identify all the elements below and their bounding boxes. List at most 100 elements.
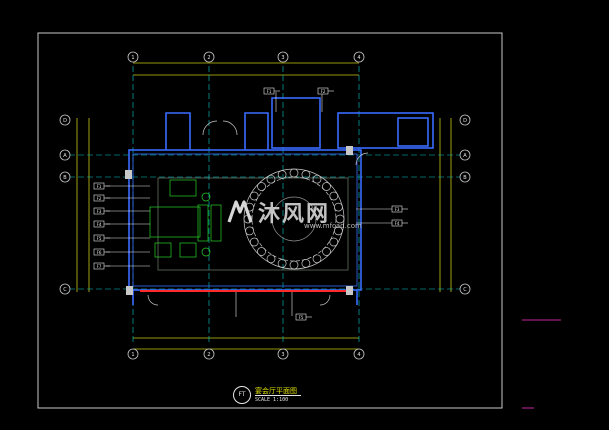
chair [257, 247, 266, 256]
tag-label: F4 [395, 221, 400, 226]
tag-left: F7 [93, 262, 110, 270]
chair [334, 202, 343, 212]
grid-bubble-left: D [59, 114, 71, 126]
circle-icon [277, 51, 289, 63]
tag-label: F1 [97, 184, 102, 189]
grid-bubble-label: 1 [131, 55, 134, 61]
chair [312, 254, 322, 264]
chair [266, 254, 276, 264]
circle-icon [59, 283, 71, 295]
circle-icon [459, 283, 471, 295]
title-block: FT 宴会厅平面图 SCALE 1:100 [233, 386, 353, 404]
chair [322, 182, 331, 191]
title-symbol: FT [233, 386, 251, 404]
grid-bubble-label: 1 [131, 352, 134, 358]
circle-icon [203, 51, 215, 63]
chair [322, 247, 331, 256]
tag-label: F6 [97, 250, 102, 255]
tag-label: F5 [97, 236, 102, 241]
grid-bubble-label: C [463, 287, 467, 293]
chair [249, 191, 259, 201]
grid-bubble-label: 4 [357, 352, 360, 358]
grid-bubble-top: 3 [277, 51, 289, 63]
chair [245, 226, 254, 236]
circle-icon [459, 114, 471, 126]
tag-label: F2 [97, 196, 102, 201]
grid-bubble-label: D [63, 118, 67, 124]
chair [334, 226, 343, 236]
grid-bubble-right: C [459, 283, 471, 295]
title-subtitle: SCALE 1:100 [255, 397, 289, 403]
grid-bubble-label: A [463, 153, 467, 159]
circle-icon [353, 51, 365, 63]
tag-left: F4 [93, 220, 110, 228]
grid-bubble-label: B [463, 175, 467, 181]
circle-icon [59, 171, 71, 183]
round-table-chairs [243, 168, 345, 270]
tag-bottom-mid: F5 [295, 313, 312, 321]
circle-icon [459, 149, 471, 161]
grid-bubble-label: C [63, 287, 67, 293]
chair [266, 174, 276, 184]
dimension-lines [76, 62, 452, 350]
circle-icon [459, 171, 471, 183]
tag-label: F2 [321, 89, 326, 94]
grid-bubble-bottom: 2 [203, 348, 215, 360]
title-underline [255, 395, 301, 396]
grid-bubble-right: A [459, 149, 471, 161]
doors [147, 120, 369, 306]
grid-bubble-label: 2 [207, 352, 210, 358]
grid-bubble-label: A [63, 153, 67, 159]
chair [277, 259, 287, 268]
grid-bubble-bottom: 4 [353, 348, 365, 360]
leader-lines-right [235, 92, 392, 317]
grid-bubble-label: D [463, 118, 467, 124]
tag-left: F5 [93, 234, 110, 242]
watermark-brand: 沐风网 [258, 202, 331, 227]
tag-left: F1 [93, 182, 110, 190]
grid-bubble-bottom: 3 [277, 348, 289, 360]
chair [277, 170, 287, 179]
circle-icon [59, 114, 71, 126]
circle-icon [203, 348, 215, 360]
grid-bubble-right: B [459, 171, 471, 183]
tag-left: F3 [93, 207, 110, 215]
tag-right-a: F3 [391, 205, 408, 213]
columns [125, 146, 353, 295]
tag-left: F6 [93, 248, 110, 256]
watermark-url: www.mfcad.com [304, 222, 362, 230]
chair [257, 182, 266, 191]
circle-icon [59, 149, 71, 161]
tag-label: F4 [97, 222, 102, 227]
grid-bubble-top: 2 [203, 51, 215, 63]
drawing-frame [37, 32, 503, 409]
tag-label: F3 [97, 209, 102, 214]
circle-icon [127, 51, 139, 63]
chair [335, 214, 345, 224]
circle-icon [277, 348, 289, 360]
chair [249, 237, 259, 247]
tag-label: F5 [299, 315, 304, 320]
furniture [149, 177, 349, 271]
leader-lines-left [106, 185, 150, 267]
magenta-annotations [522, 319, 561, 409]
circle-icon [353, 348, 365, 360]
tag-top-left: F1 [263, 87, 280, 95]
chair [301, 170, 311, 179]
grid-bubble-top: 4 [353, 51, 365, 63]
tag-right-b: F4 [391, 219, 408, 227]
tag-top-mid: F2 [317, 87, 334, 95]
grid-bubble-bottom: 1 [127, 348, 139, 360]
grid-bubble-left: A [59, 149, 71, 161]
chair [329, 191, 339, 201]
circle-icon [127, 348, 139, 360]
tag-label: F3 [395, 207, 400, 212]
grid-bubble-left: B [59, 171, 71, 183]
chair [329, 237, 339, 247]
mf-logo-icon [226, 198, 254, 226]
watermark: 沐风网 www.mfcad.com [220, 194, 390, 234]
chair [312, 174, 322, 184]
